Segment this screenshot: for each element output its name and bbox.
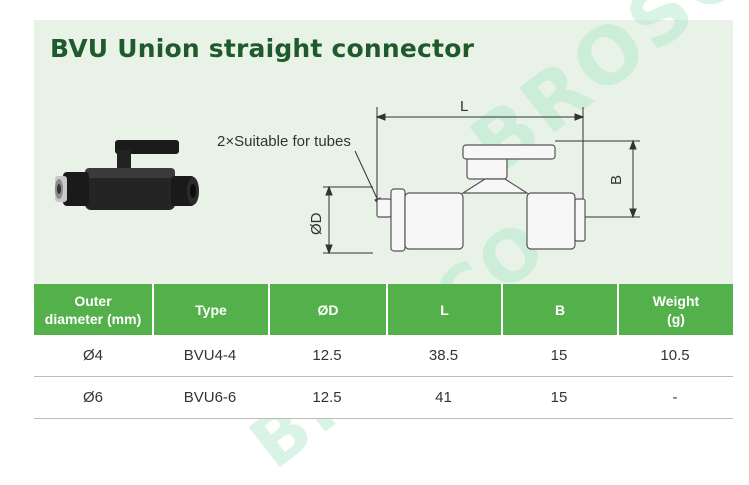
- table-row: Ø6 BVU6-6 12.5 41 15 -: [34, 377, 733, 419]
- header-od: ØD: [268, 284, 386, 335]
- spec-table: Outer diameter (mm) Type ØD L B Weight (…: [34, 284, 733, 419]
- header-l: L: [386, 284, 501, 335]
- dim-b-label: B: [608, 175, 625, 185]
- cell-od: 12.5: [268, 335, 386, 377]
- header-weight: Weight (g): [617, 284, 733, 335]
- cell-od: 12.5: [268, 377, 386, 419]
- page-title: BVU Union straight connector: [50, 34, 475, 63]
- cell-weight: 10.5: [617, 335, 733, 377]
- dim-l-label: L: [460, 98, 468, 115]
- cell-outer-diameter: Ø6: [34, 377, 152, 419]
- cell-l: 38.5: [386, 335, 501, 377]
- table-row: Ø4 BVU4-4 12.5 38.5 15 10.5: [34, 335, 733, 377]
- header-outer-diameter: Outer diameter (mm): [34, 284, 152, 335]
- cell-l: 41: [386, 377, 501, 419]
- header-b: B: [501, 284, 617, 335]
- dim-d-label: ØD: [308, 212, 325, 235]
- cell-weight: -: [617, 377, 733, 419]
- cell-b: 15: [501, 377, 617, 419]
- table-header-row: Outer diameter (mm) Type ØD L B Weight (…: [34, 284, 733, 335]
- cell-outer-diameter: Ø4: [34, 335, 152, 377]
- cell-b: 15: [501, 335, 617, 377]
- cell-type: BVU6-6: [152, 377, 268, 419]
- tube-callout: 2×Suitable for tubes: [217, 133, 351, 150]
- technical-drawing: L B ØD: [308, 98, 640, 255]
- header-type: Type: [152, 284, 268, 335]
- cell-type: BVU4-4: [152, 335, 268, 377]
- product-photo: [55, 140, 199, 210]
